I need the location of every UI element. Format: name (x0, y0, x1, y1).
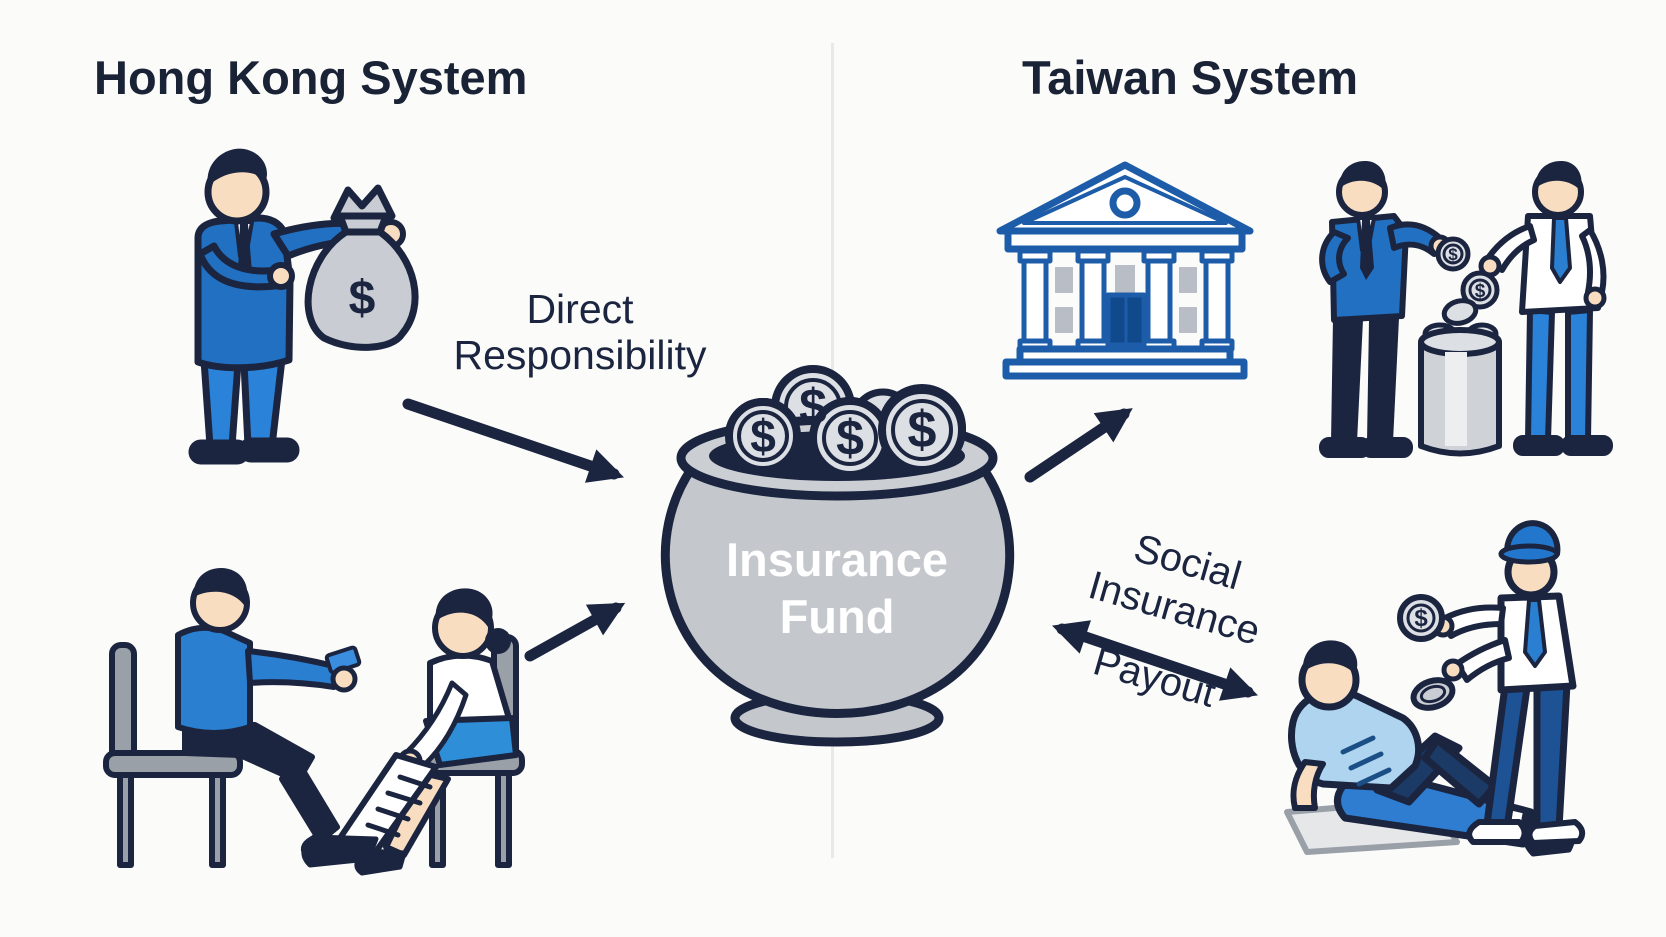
employer-leg (200, 356, 242, 450)
woman-hair (435, 588, 493, 627)
bin-highlight (1445, 352, 1467, 446)
man-arm (245, 648, 341, 690)
bank-windows (1055, 265, 1197, 333)
cast-stripes (365, 774, 433, 838)
cap-brim (1498, 543, 1560, 565)
dollar-sign: $ (1414, 605, 1428, 632)
contribution-scene: $ $ (1290, 150, 1630, 470)
woman-sandal (301, 834, 379, 868)
dollar-sign: $ (1448, 245, 1458, 264)
dollar-sign: $ (1475, 281, 1486, 302)
shirt-arm (1485, 223, 1537, 273)
employer-shoe (188, 439, 250, 465)
insurance-fund-pot-scene: $ $ $ $ (630, 330, 1045, 750)
employer-leg (240, 355, 286, 450)
man-shin (279, 756, 340, 844)
injury-consultation-scene (100, 555, 530, 880)
woman-hair-bun (485, 628, 511, 654)
injured-employee-figure (301, 588, 519, 876)
direct-responsibility-label: Direct Responsibility (453, 286, 707, 378)
payout-scene: $ (1195, 490, 1665, 880)
worker-arm (1290, 759, 1326, 811)
caregiver-arm (1442, 604, 1506, 639)
dollar-sign: $ (836, 410, 864, 466)
pain-lines (1340, 735, 1392, 787)
employer-money-bag-illustration: $ (188, 148, 419, 465)
insurance-fund-pot-icon: $ $ $ $ (660, 365, 1015, 747)
employer-figure (188, 148, 406, 465)
coin-dollar-signs: $ $ $ $ (750, 379, 936, 466)
bank-entablature (1004, 227, 1246, 253)
caregiver-hand (1441, 658, 1465, 682)
chair-icon (103, 642, 243, 868)
worker-hair (1302, 640, 1358, 674)
injured-worker-figure (1288, 640, 1575, 857)
dollar-sign: $ (908, 401, 937, 459)
suit-tie (1360, 220, 1374, 280)
bank-medallion (1109, 187, 1141, 219)
coin-icon (1397, 594, 1445, 642)
caregiver-arm (1454, 637, 1512, 683)
insurance-fund-label: Insurance Fund (725, 533, 949, 644)
coin-icon (1460, 270, 1500, 310)
contribution-bin-icon (1418, 298, 1502, 457)
payout-illustration: $ (1284, 520, 1586, 857)
man-hair (193, 568, 248, 605)
money-bag-body (304, 228, 419, 351)
contribution-arrow-icon (524, 602, 626, 662)
coin-icon (1435, 236, 1471, 272)
left-panel-title: Hong Kong System (94, 51, 528, 104)
employer-money-bag-scene: $ (140, 130, 470, 470)
caregiver-figure (1397, 520, 1586, 846)
bank-pediment-inner (1022, 175, 1228, 225)
money-bag-icon (304, 184, 419, 351)
man-hand (330, 665, 358, 693)
suit-arm (1319, 229, 1351, 285)
bank-building-icon (996, 161, 1254, 380)
pot-body (660, 463, 1015, 718)
worker-bent-shin (1421, 736, 1499, 808)
dollar-sign: $ (750, 410, 776, 462)
bank-columns (1017, 248, 1235, 352)
dollar-sign: $ (349, 272, 376, 325)
contributor-suit-figure (1319, 161, 1471, 458)
employer-hair (207, 148, 268, 186)
blue-tie (1550, 216, 1572, 284)
coin-icon (725, 386, 966, 479)
bank-step (1002, 358, 1248, 380)
caregiver-tie (1523, 598, 1547, 668)
government-bank-scene (990, 155, 1260, 385)
injury-consultation-illustration (103, 568, 525, 876)
employer-shoe (238, 437, 300, 463)
contributor-shirt-figure (1478, 161, 1613, 456)
employer-hand (267, 262, 295, 290)
contribution-illustration: $ $ (1319, 161, 1613, 458)
employer-seated-figure (175, 568, 368, 860)
man-sweater (175, 624, 253, 736)
right-panel-title: Taiwan System (1022, 51, 1359, 104)
caregiver-leg (1533, 680, 1571, 832)
caregiver-shoe (1526, 819, 1586, 846)
caregiver-shoe (1466, 819, 1528, 845)
dollar-sign: $ (799, 379, 827, 435)
bin-rim (1418, 327, 1502, 357)
coin-icon (1410, 677, 1456, 711)
